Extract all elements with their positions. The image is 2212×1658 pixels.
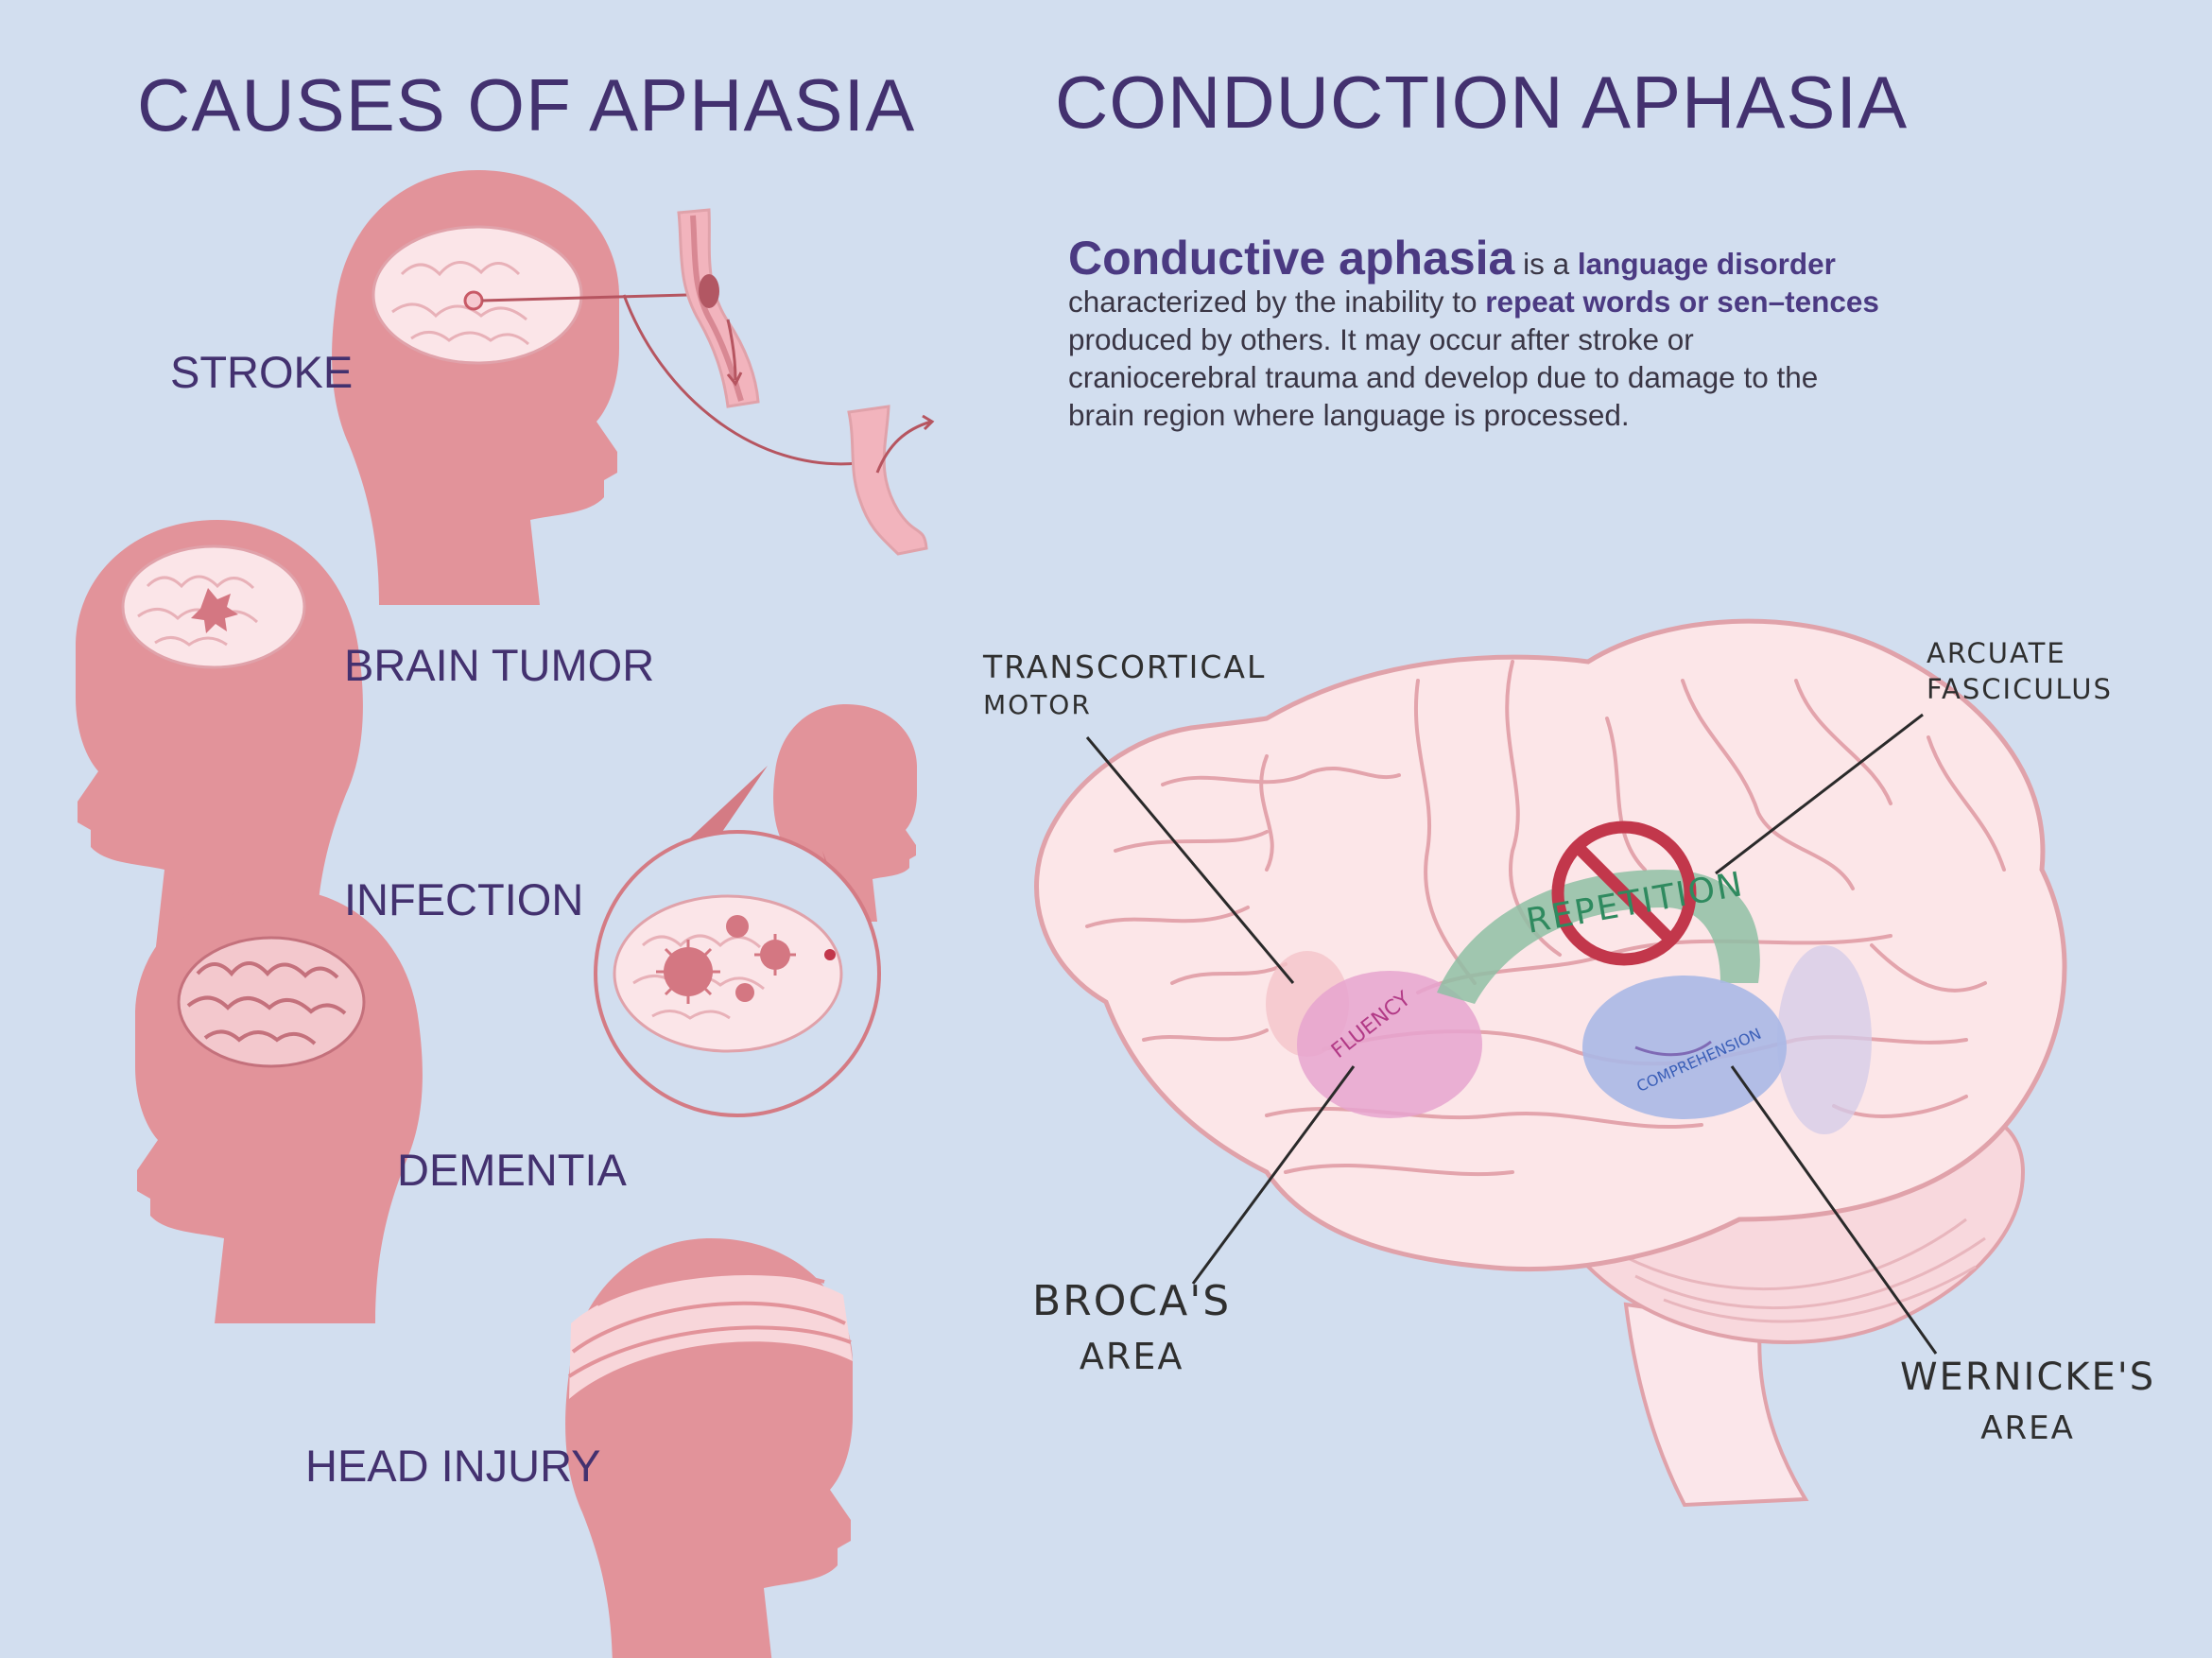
description-part2: characterized by the inability to [1068,285,1486,319]
wernicke-area-label: WERNICKE'S AREA [1900,1352,2155,1454]
cause-label-infection: INFECTION [344,874,584,924]
transcortical-line2: MOTOR [983,689,1092,720]
tumor-head-icon [76,520,363,955]
description-paragraph: Conductive aphasia is a language disorde… [1068,234,1881,434]
wernicke-line2: AREA [1980,1409,2075,1447]
transcortical-line1: TRANSCORTICAL [983,648,1267,685]
description-em1: language disorder [1577,247,1836,281]
cause-label-dementia: DEMENTIA [397,1145,627,1195]
wernicke-shadow-area [1777,945,1872,1134]
description-em2: repeat words or sen–tences [1485,285,1879,319]
cause-label-brain-tumor: BRAIN TUMOR [344,640,655,690]
brain-stem [1623,1302,1809,1508]
broca-line2: AREA [1079,1336,1184,1377]
repetition-tract [1437,870,1760,1004]
broca-line1: BROCA'S [1032,1277,1232,1325]
no-sign-icon [1551,820,1697,966]
description-part3: produced by others. It may occur after s… [1068,322,1819,432]
bandaged-head-icon [565,1238,853,1658]
description-part1: is a [1514,247,1578,281]
infection-magnifier [594,766,881,1117]
blood-vessel-clot-icon [622,208,935,556]
left-title: CAUSES OF APHASIA [137,63,916,147]
right-title: CONDUCTION APHASIA [1055,60,1909,144]
broca-area-label: BROCA'S AREA [1032,1274,1231,1384]
description-term: Conductive aphasia [1068,232,1515,285]
cause-label-head-injury: HEAD INJURY [305,1441,601,1491]
arcuate-line1: ARCUATE [1927,637,2066,669]
wernicke-comprehension-area [1582,976,1787,1119]
arcuate-fasciculus-label: ARCUATE FASCICULUS [1927,635,2113,707]
transcortical-motor-label: TRANSCORTICAL MOTOR [983,648,1266,724]
wernicke-line1: WERNICKE'S [1900,1356,2156,1399]
brain-diagram: FLUENCY REPETITION COMPREHENSION [1034,618,2067,1508]
label-leader-lines [1085,713,1938,1355]
cause-label-stroke: STROKE [170,347,354,397]
dementia-head-icon [135,889,423,1323]
arcuate-line2: FASCICULUS [1927,673,2113,705]
stroke-head-icon [332,170,688,605]
